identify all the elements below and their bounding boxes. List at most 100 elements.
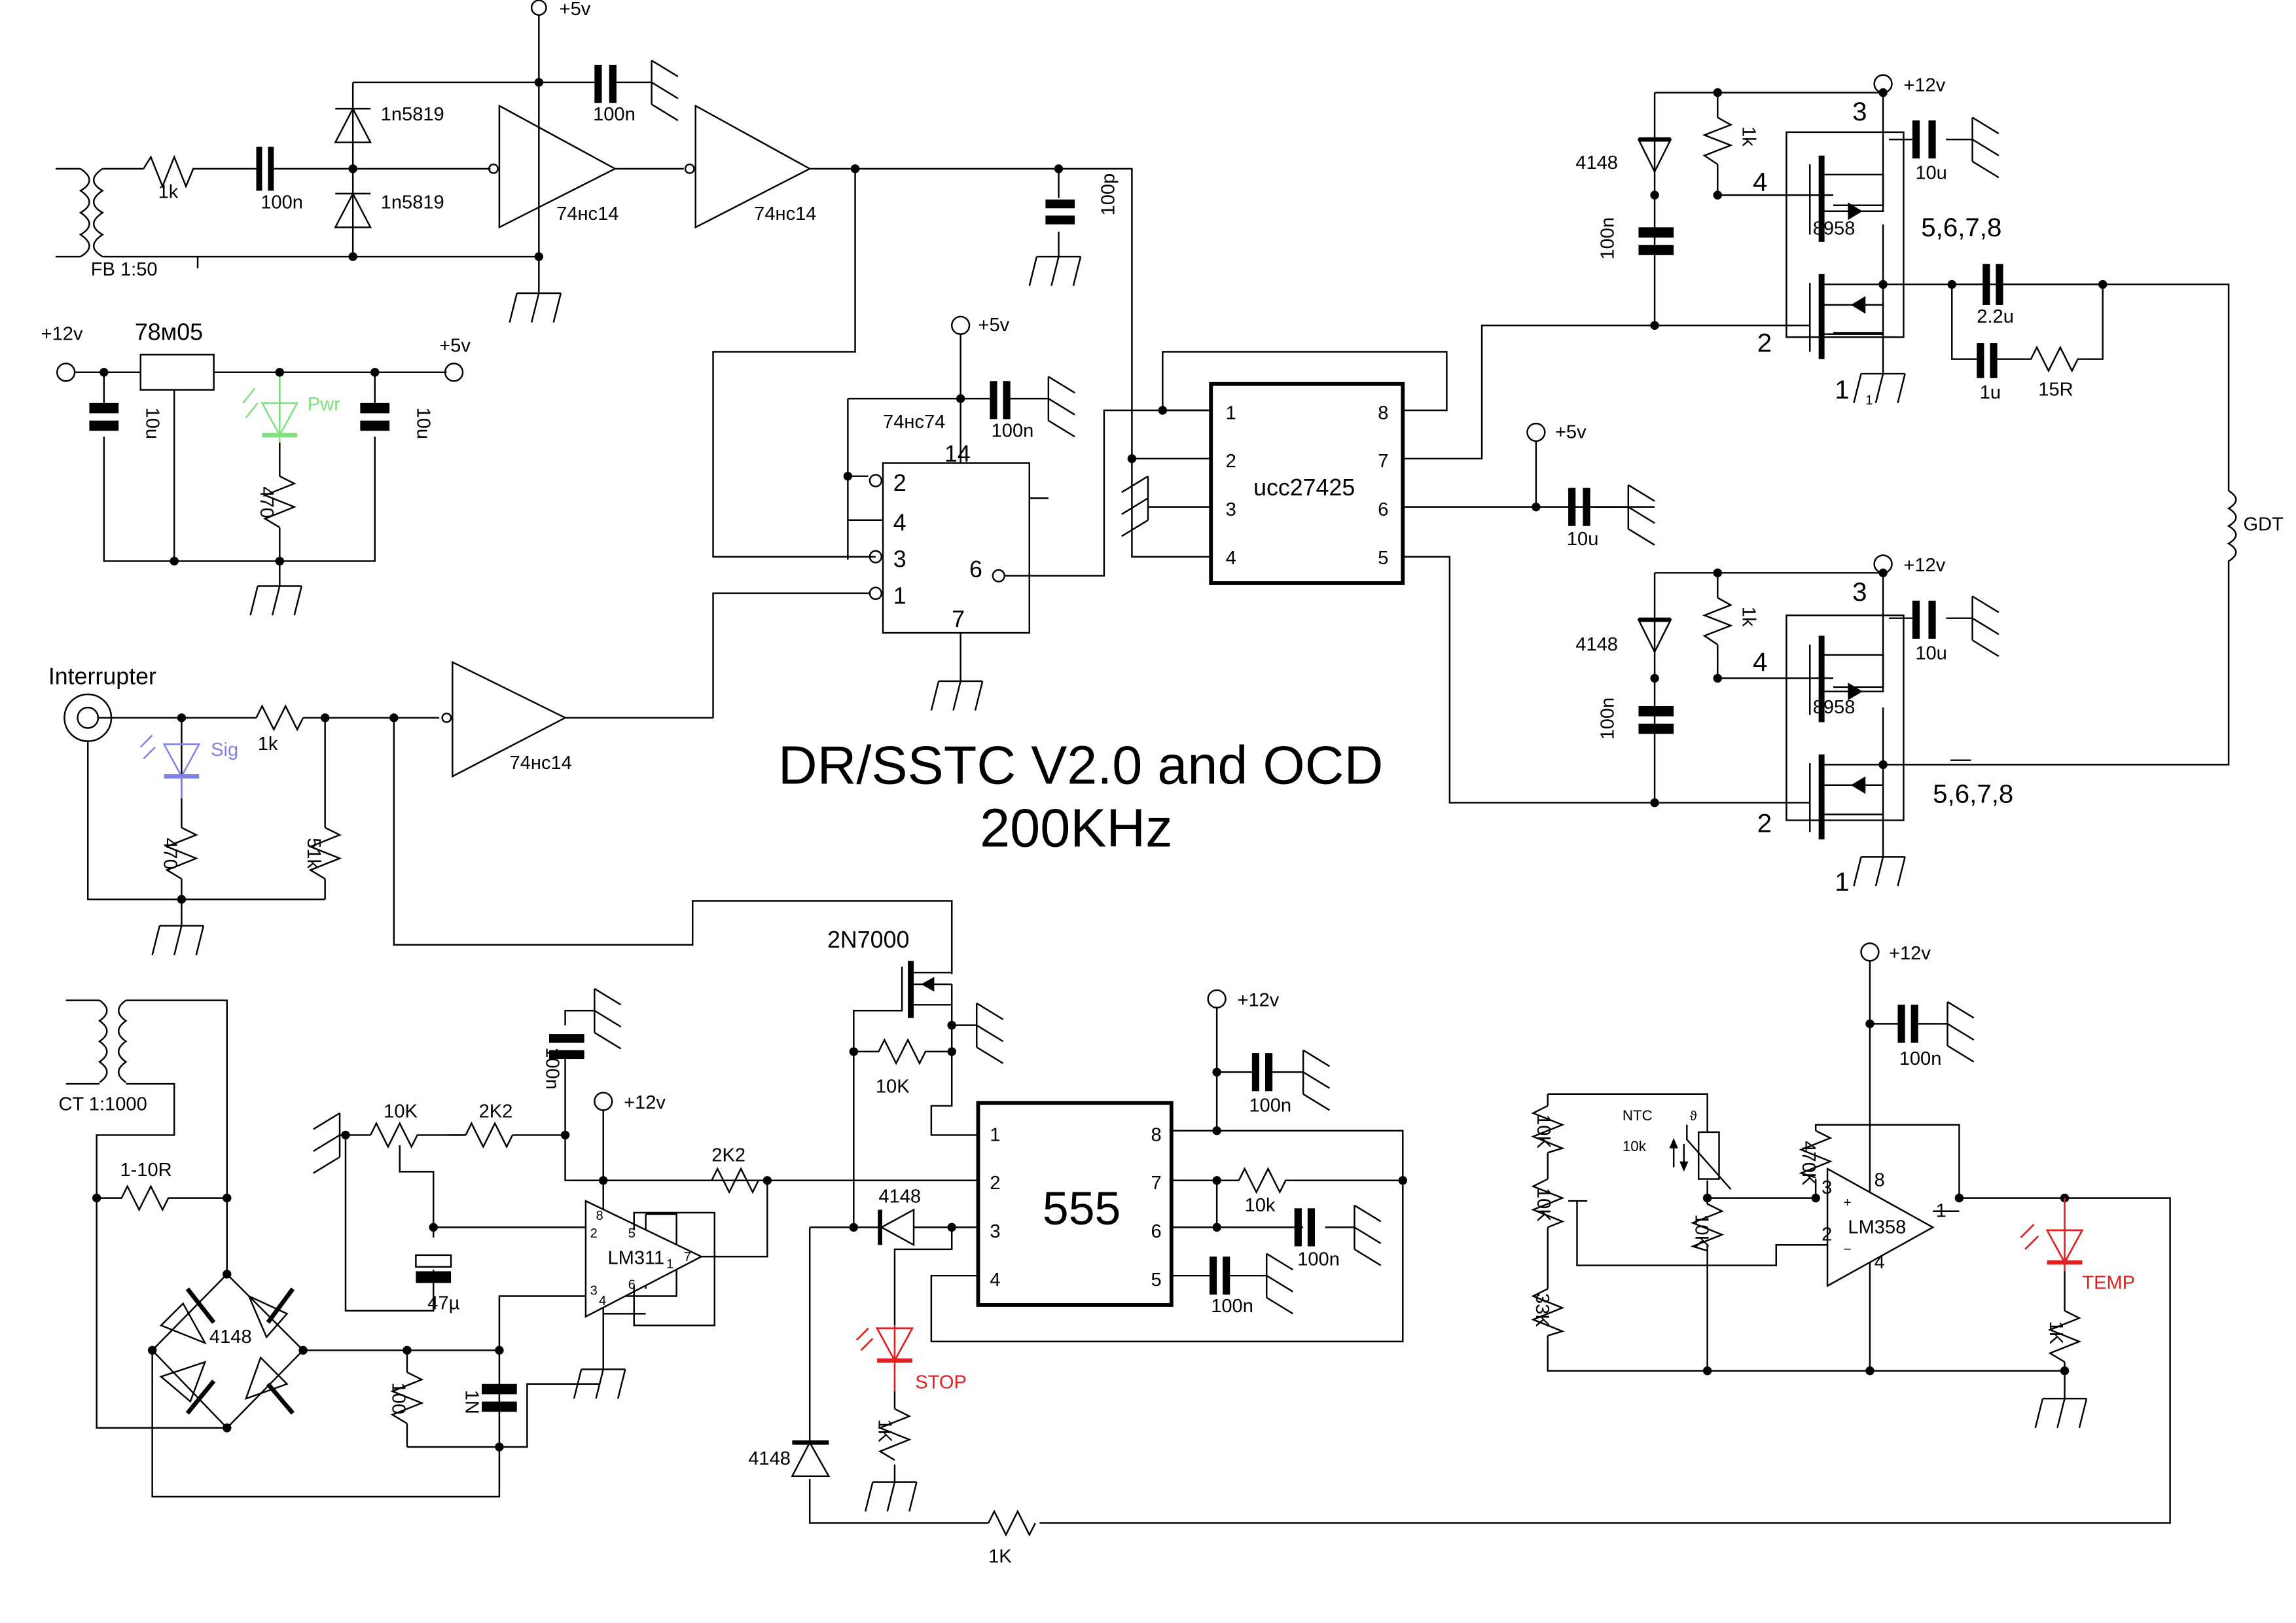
timer-pin1: 1 <box>990 1124 1000 1145</box>
ocd-input-diode <box>791 1440 831 1477</box>
snubber-resistor-label: 15R <box>2038 380 2073 401</box>
driver-pin2: 2 <box>1226 451 1236 472</box>
reg-output-terminal <box>444 363 464 382</box>
reference-cap <box>415 1254 452 1268</box>
thermal-resistor-ntc-low-label: 10K <box>1691 1214 1712 1248</box>
driver-pin1: 1 <box>1226 402 1236 423</box>
hbb-vcc-label: +12v <box>1903 555 1945 576</box>
feedback-resistor-label: 470K <box>1798 1141 1819 1186</box>
hbb-mosfet-label: 8958 <box>1813 697 1856 718</box>
fb-coupling-cap <box>256 147 262 191</box>
fb-decoupling-cap <box>594 65 602 103</box>
reg-cap-in <box>89 402 119 414</box>
reg-input-terminal <box>56 363 76 382</box>
temp-led-resistor-label: 1K <box>2045 1321 2066 1345</box>
ntc-thermistor: ϑ NTC 10k <box>1623 1107 1732 1190</box>
hbb-bootstrap-cap-label: 100n <box>1597 698 1618 740</box>
stop-led-resistor <box>878 1408 912 1461</box>
dc-block-cap-label: 2.2u <box>1977 306 2014 327</box>
timer-label: 555 <box>1043 1183 1121 1235</box>
reference-resistor-label: 2K2 <box>479 1101 513 1122</box>
filter-cap-label: 1N <box>461 1390 482 1414</box>
half-bridge-top: +12v 4148 1k 100n 4 3 2 1 1 8958 5,6,7,8 <box>1575 74 2230 491</box>
pulldown-resistor <box>308 827 342 880</box>
ocd-input-diode-label: 4148 <box>748 1448 791 1469</box>
inverter-1-label: 74нс14 <box>556 204 619 224</box>
ic-555 <box>976 1101 1174 1307</box>
schematic-frequency: 200KHz <box>980 798 1172 859</box>
timer-pin8: 8 <box>1151 1124 1161 1145</box>
hbt-vcc-label: +12v <box>1903 75 1945 96</box>
lm311-pin4: 4 <box>599 1294 606 1308</box>
hbb-pin3: 3 <box>1852 577 1867 607</box>
ff-label: 74нс74 <box>883 412 945 433</box>
lm311-pin3: 3 <box>590 1283 598 1298</box>
fb-diode-top <box>334 107 372 143</box>
hbt-pin2: 2 <box>1757 329 1772 358</box>
thermal-decoupling-cap-label: 100n <box>1899 1048 1942 1069</box>
stop-led-label: STOP <box>915 1372 967 1393</box>
signal-led-resistor-label: 470 <box>160 838 181 870</box>
driver-pin5: 5 <box>1378 548 1388 569</box>
hbt-diode-label: 4148 <box>1575 152 1618 173</box>
timer-cap-pin5 <box>1209 1257 1217 1295</box>
thermal-decoupling-cap <box>1897 1005 1905 1043</box>
driver-label: ucc27425 <box>1253 474 1355 501</box>
reg-cap-out <box>360 402 390 414</box>
timer-mosfet-2n7000 <box>853 901 978 1228</box>
reg-input-label: +12v <box>41 324 83 345</box>
ff-pin6: 6 <box>969 556 982 582</box>
timer-cap-pin6 <box>1294 1208 1302 1247</box>
lm358-pin8: 8 <box>1874 1170 1885 1191</box>
gdt-label: GDT <box>2243 514 2284 535</box>
timer-pin2: 2 <box>990 1173 1000 1194</box>
inverter-3-label: 74нс14 <box>510 753 572 774</box>
burden-resistor-label: 1-10R <box>120 1160 171 1181</box>
fb-delay-cap <box>1045 199 1075 209</box>
fb-coupling-cap-label: 100n <box>260 192 303 213</box>
hbb-pin1: 1 <box>1835 867 1849 897</box>
timer-vcc-label: +12v <box>1237 990 1279 1011</box>
hbt-pin3: 3 <box>1852 97 1867 126</box>
ff-pin1: 1 <box>893 582 906 609</box>
hbb-bootstrap-cap <box>1638 705 1674 717</box>
timer-output-diode-label: 4148 <box>878 1186 921 1207</box>
hbt-mosfet-low <box>1809 274 1884 359</box>
lm358-label: LM358 <box>1848 1217 1906 1238</box>
lm311-pullup-label: 2K2 <box>711 1145 745 1166</box>
ic-74hc74 <box>882 462 1031 634</box>
ntc-label: NTC <box>1623 1107 1653 1124</box>
inverter-1 <box>498 104 617 229</box>
feedback-section: FB 1:50 1k 100n 1n5819 1n5819 +5v 100n 7… <box>56 0 1208 558</box>
snubber-cap <box>1977 343 1984 378</box>
timer-pin6: 6 <box>1151 1221 1161 1242</box>
power-led: Pwr <box>242 372 340 443</box>
bridge-label: 4148 <box>209 1327 252 1347</box>
temp-led-resistor <box>2047 1310 2082 1363</box>
dc-block-cap <box>1982 264 1990 305</box>
temp-led-label: TEMP <box>2082 1272 2135 1293</box>
timer-section: 2N7000 10K 555 1 2 3 4 8 7 6 5 4148 4148… <box>748 901 2171 1567</box>
half-bridge-bottom: +12v 4148 1k 100n 4 3 2 1 8958 5,6,7,8 <box>1575 554 2013 897</box>
hbb-pin2: 2 <box>1757 808 1772 838</box>
lm358-plus: + <box>1844 1196 1852 1210</box>
fb-diode-top-label: 1n5819 <box>381 104 444 125</box>
reg-cap-out-label: 10u <box>413 408 434 440</box>
hbb-decoupling-cap-label: 10u <box>1915 643 1947 664</box>
timer-gate-resistor <box>853 1038 952 1065</box>
timer-pin7: 7 <box>1151 1173 1161 1194</box>
fb-diode-bottom <box>334 192 372 228</box>
hbb-diode-label: 4148 <box>1575 634 1618 655</box>
reg-output-label: +5v <box>439 336 471 357</box>
lm311-decoupling-cap <box>548 1034 584 1043</box>
ff-vcc-label: +5v <box>978 315 1009 336</box>
driver-section: ucc27425 1 2 3 4 8 7 6 5 +5v 10u <box>1121 325 1656 804</box>
ic-ucc27425 <box>1209 382 1405 585</box>
ff-decoupling-cap <box>990 381 997 419</box>
timer-output-diode <box>880 1208 915 1247</box>
load-resistor-label: 100 <box>388 1383 409 1415</box>
timer-cap-vcc-label: 100n <box>1249 1096 1291 1116</box>
ff-pin3: 3 <box>893 546 906 572</box>
fb-decoupling-cap-label: 100n <box>593 104 636 125</box>
